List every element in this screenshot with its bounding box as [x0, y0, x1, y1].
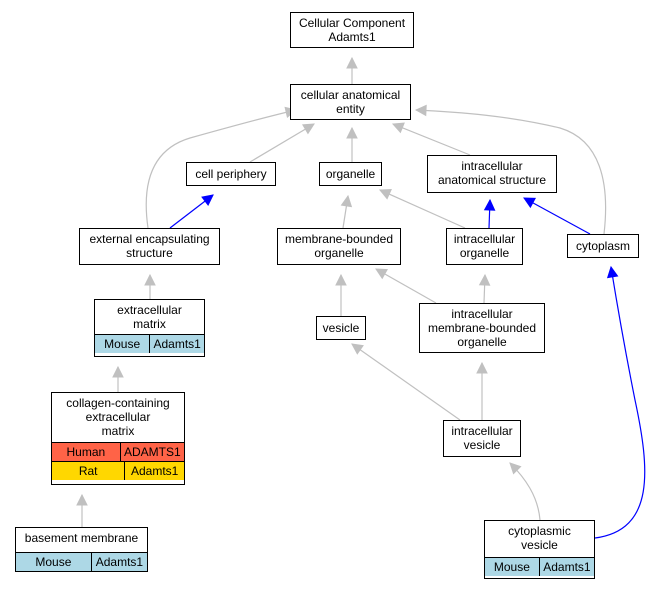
node-label: cytoplasm	[575, 239, 631, 253]
arrowhead-cv-cyto	[606, 265, 619, 279]
arrowhead-imbo-mbo	[375, 268, 388, 280]
node-label: intracellular anatomical structure	[437, 159, 547, 187]
node-collagen-containing-extracellular-matrix[interactable]: collagen-containing extracellular matrix…	[51, 392, 185, 485]
arrowhead-cae-root	[346, 56, 358, 69]
species-cell: Mouse	[485, 558, 539, 576]
arrowhead-vesicle-mbo	[335, 273, 347, 286]
node-label: Cellular Component Adamts1	[298, 16, 406, 44]
gene-cell: ADAMTS1	[119, 443, 184, 461]
node-label: cytoplasmic vesicle	[508, 524, 571, 552]
species-cell: Mouse	[95, 335, 150, 353]
node-label: vesicle	[322, 321, 360, 335]
gene-cell: Adamts1	[124, 462, 185, 480]
node-extracellular-matrix[interactable]: extracellular matrix Mouse Adamts1	[94, 299, 205, 357]
arrowhead-organelle-cae	[346, 126, 358, 139]
arrowhead-iv-vesicle	[351, 343, 364, 355]
edge-ees-cae	[145, 109, 297, 229]
node-cytoplasmic-vesicle[interactable]: cytoplasmic vesicle Mouse Adamts1	[484, 520, 595, 579]
edge-imbo-mbo	[375, 268, 437, 304]
arrowhead-cv-iv	[509, 462, 522, 475]
node-intracellular-membrane-bounded-organelle[interactable]: intracellular membrane-bounded organelle	[419, 303, 545, 353]
node-cell-periphery[interactable]: cell periphery	[186, 162, 276, 186]
node-label: cellular anatomical entity	[300, 88, 401, 116]
arrowhead-ccecm-ecm	[112, 365, 124, 378]
arrowhead-mbo-organelle	[340, 194, 353, 208]
node-label: intracellular membrane-bounded organelle	[427, 307, 537, 349]
arrowhead-ecm-ees	[144, 273, 156, 286]
arrowhead-ees-periph	[201, 194, 214, 207]
edge-cyto-cae	[415, 109, 607, 235]
arrowhead-ias-cae	[391, 122, 405, 134]
species-cell: Human	[52, 443, 120, 461]
node-label: membrane-bounded organelle	[284, 232, 394, 260]
species-cell: Mouse	[16, 553, 91, 571]
node-label: collagen-containing extracellular matrix	[66, 396, 170, 438]
arrowhead-imbo-io	[478, 273, 491, 286]
arrowhead-cyto-cae	[414, 104, 427, 117]
node-label: intracellular vesicle	[451, 424, 513, 452]
node-label: cell periphery	[195, 167, 267, 181]
node-intracellular-organelle[interactable]: intracellular organelle	[446, 228, 523, 265]
node-membrane-bounded-organelle[interactable]: membrane-bounded organelle	[277, 228, 401, 265]
node-cellular-anatomical-entity[interactable]: cellular anatomical entity	[290, 84, 411, 120]
node-cytoplasm[interactable]: cytoplasm	[567, 234, 639, 258]
annotation-row: Human ADAMTS1	[52, 442, 184, 461]
node-label: external encapsulating structure	[89, 232, 210, 260]
annotation-row: Mouse Adamts1	[95, 334, 205, 353]
arrowhead-bm-ccecm	[76, 493, 88, 506]
node-organelle[interactable]: organelle	[319, 162, 382, 186]
edge-iv-vesicle	[351, 343, 461, 421]
annotation-row: Rat Adamts1	[52, 461, 185, 480]
node-intracellular-vesicle[interactable]: intracellular vesicle	[443, 420, 521, 457]
node-label: intracellular organelle	[453, 232, 516, 260]
node-label: basement membrane	[24, 531, 139, 545]
edge-ias-cae	[392, 123, 471, 156]
gene-cell: Adamts1	[538, 558, 595, 576]
gene-cell: Adamts1	[149, 335, 205, 353]
node-vesicle[interactable]: vesicle	[316, 316, 366, 340]
species-cell: Rat	[52, 462, 125, 480]
arrowhead-iv-imbo	[476, 361, 488, 374]
annotation-row: Mouse Adamts1	[16, 552, 148, 571]
arrowhead-io-organelle	[378, 188, 392, 200]
edge-periph-cae	[249, 123, 315, 163]
annotation-row: Mouse Adamts1	[485, 557, 595, 576]
arrowhead-periph-cae	[302, 123, 315, 135]
node-basement-membrane[interactable]: basement membrane Mouse Adamts1	[15, 527, 148, 572]
node-external-encapsulating-structure[interactable]: external encapsulating structure	[79, 228, 220, 265]
arrowhead-io-ias	[483, 198, 496, 211]
node-cellular-component[interactable]: Cellular Component Adamts1	[290, 12, 414, 48]
node-intracellular-anatomical-structure[interactable]: intracellular anatomical structure	[427, 155, 557, 193]
edge-cv-cyto	[594, 266, 646, 539]
gene-cell: Adamts1	[90, 553, 148, 571]
node-label: organelle	[325, 167, 376, 181]
node-label: extracellular matrix	[117, 303, 182, 331]
edge-cyto-ias	[523, 197, 591, 235]
arrowhead-cyto-ias	[523, 197, 536, 209]
edge-io-organelle	[379, 189, 466, 229]
